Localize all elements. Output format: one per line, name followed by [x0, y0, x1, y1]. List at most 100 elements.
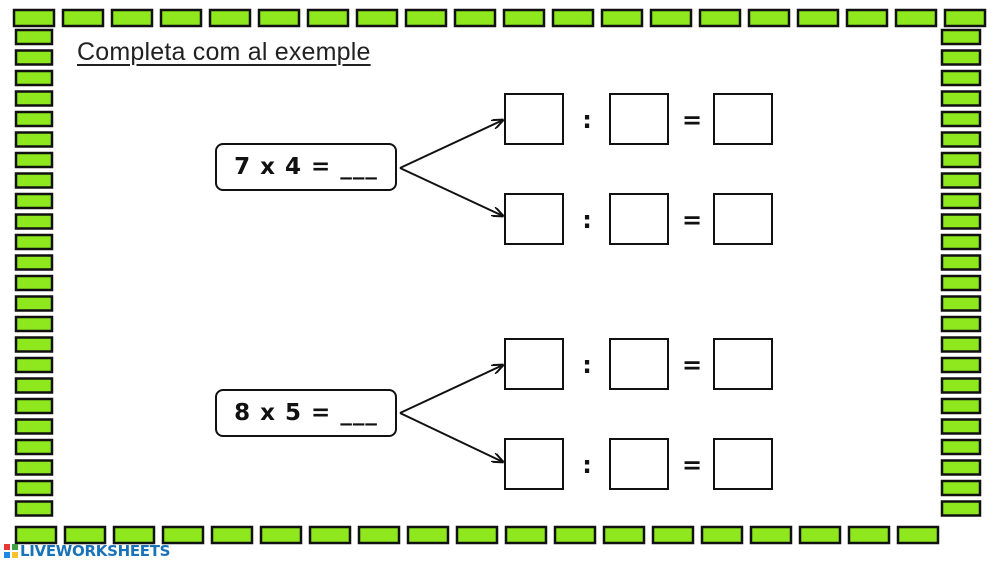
equals-symbol: = — [681, 106, 703, 134]
answer-box[interactable] — [713, 438, 773, 490]
answer-box[interactable] — [713, 193, 773, 245]
border-brick — [504, 525, 548, 545]
border-brick — [747, 8, 791, 28]
border-brick — [700, 525, 744, 545]
border-brick — [940, 28, 982, 46]
expression-box: 8 x 5 = ___ — [215, 389, 397, 437]
border-brick — [940, 90, 982, 107]
border-brick — [649, 8, 693, 28]
answer-box[interactable] — [504, 338, 564, 390]
border-brick — [14, 254, 54, 271]
border-brick — [940, 356, 982, 374]
answer-box[interactable] — [713, 93, 773, 145]
border-brick — [698, 8, 742, 28]
border-brick — [159, 8, 203, 28]
border-brick — [63, 525, 107, 545]
border-brick — [551, 8, 595, 28]
border-brick — [14, 192, 54, 210]
border-brick — [14, 274, 54, 292]
border-brick — [14, 459, 54, 476]
border-brick — [306, 8, 350, 28]
border-brick — [404, 8, 448, 28]
equals-symbol: = — [681, 206, 703, 234]
answer-box[interactable] — [609, 193, 669, 245]
answer-box[interactable] — [609, 438, 669, 490]
border-brick — [14, 418, 54, 435]
divide-symbol: : — [582, 451, 592, 479]
border-brick — [940, 336, 982, 353]
border-brick — [406, 525, 450, 545]
border-brick — [308, 525, 352, 545]
border-brick — [14, 233, 54, 251]
page-title: Completa com al exemple — [77, 38, 371, 66]
border-brick — [602, 525, 646, 545]
border-brick — [455, 525, 499, 545]
border-brick — [259, 525, 303, 545]
border-brick — [940, 172, 982, 189]
expression-text: 7 x 4 = ___ — [234, 154, 378, 180]
answer-box[interactable] — [609, 338, 669, 390]
border-brick — [14, 213, 54, 230]
border-brick — [14, 315, 54, 333]
border-brick — [940, 418, 982, 435]
border-brick — [14, 69, 54, 87]
border-brick — [940, 69, 982, 87]
answer-box[interactable] — [713, 338, 773, 390]
border-brick — [940, 479, 982, 497]
border-brick — [940, 377, 982, 394]
border-brick — [940, 295, 982, 312]
answer-box[interactable] — [504, 438, 564, 490]
border-brick — [940, 131, 982, 148]
answer-box[interactable] — [504, 93, 564, 145]
answer-box[interactable] — [504, 193, 564, 245]
border-brick — [14, 438, 54, 456]
border-brick — [14, 90, 54, 107]
border-brick — [940, 233, 982, 251]
border-brick — [940, 254, 982, 271]
border-brick — [14, 172, 54, 189]
expression-box: 7 x 4 = ___ — [215, 143, 397, 191]
border-brick — [798, 525, 842, 545]
border-brick — [749, 525, 793, 545]
border-brick — [208, 8, 252, 28]
border-brick — [847, 525, 891, 545]
border-brick — [940, 213, 982, 230]
border-brick — [894, 8, 938, 28]
border-brick — [940, 192, 982, 210]
border-brick — [502, 8, 546, 28]
expression-text: 8 x 5 = ___ — [234, 400, 378, 426]
border-brick — [940, 49, 982, 66]
brand-watermark: LIVEWORKSHEETS — [4, 542, 170, 560]
divide-symbol: : — [582, 351, 592, 379]
divide-symbol: : — [582, 106, 592, 134]
border-brick — [14, 377, 54, 394]
border-brick — [14, 397, 54, 415]
border-brick — [12, 8, 56, 28]
border-brick — [940, 397, 982, 415]
border-brick — [940, 151, 982, 169]
border-brick — [257, 8, 301, 28]
border-brick — [845, 8, 889, 28]
border-brick — [453, 8, 497, 28]
border-brick — [14, 28, 54, 46]
border-brick — [14, 151, 54, 169]
answer-box[interactable] — [609, 93, 669, 145]
border-brick — [940, 459, 982, 476]
border-brick — [355, 8, 399, 28]
border-brick — [110, 8, 154, 28]
border-brick — [14, 49, 54, 66]
border-brick — [940, 500, 982, 517]
border-brick — [357, 525, 401, 545]
border-brick — [161, 525, 205, 545]
brand-name: LIVEWORKSHEETS — [20, 542, 171, 560]
border-brick — [14, 336, 54, 353]
border-brick — [210, 525, 254, 545]
border-brick — [940, 110, 982, 128]
border-brick — [14, 295, 54, 312]
border-brick — [61, 8, 105, 28]
border-brick — [112, 525, 156, 545]
border-brick — [600, 8, 644, 28]
liveworksheets-logo-icon — [4, 544, 18, 558]
border-brick — [553, 525, 597, 545]
